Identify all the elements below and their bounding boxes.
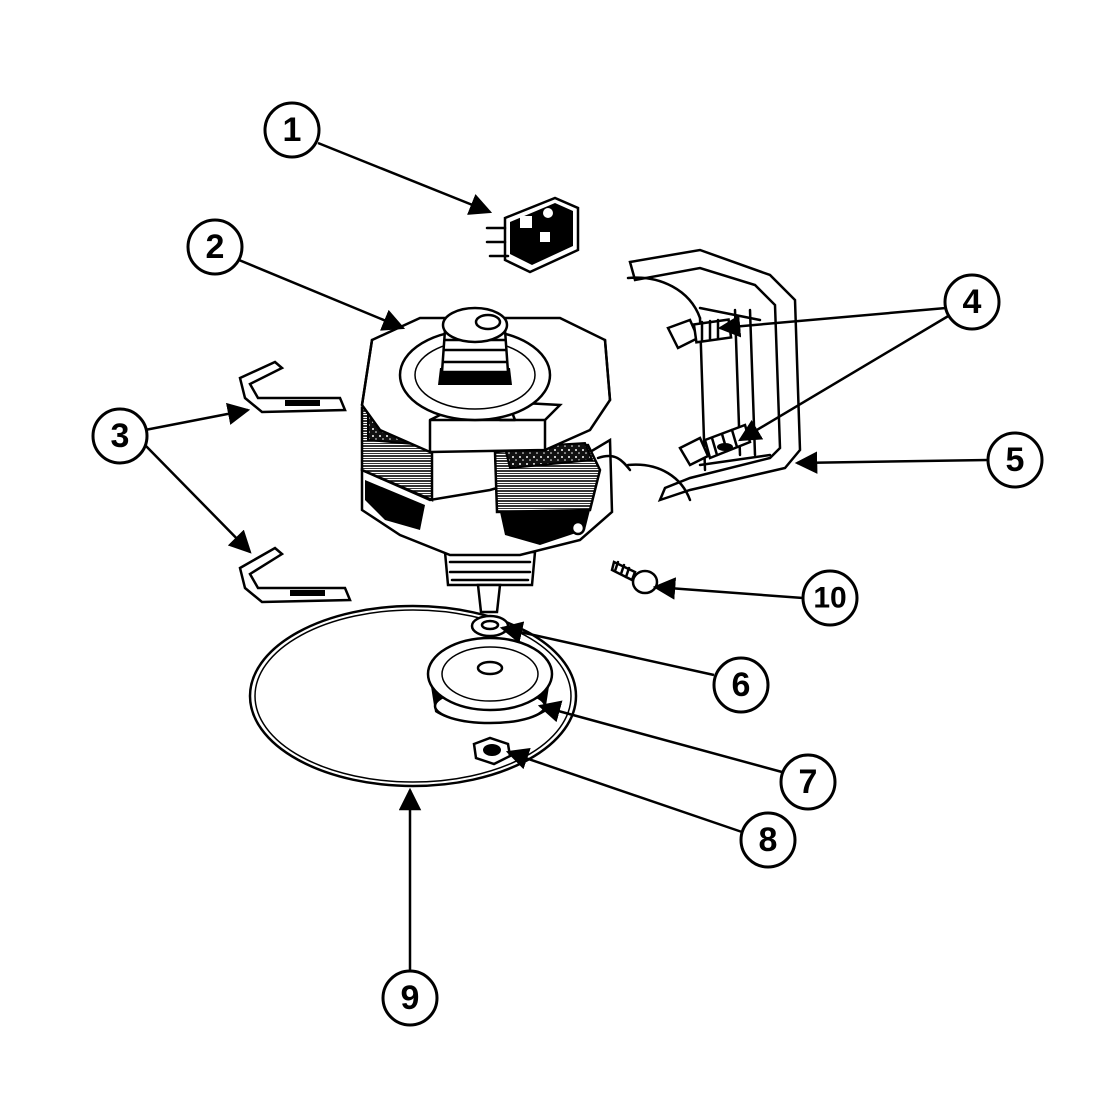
callout-1: 1 <box>263 101 321 159</box>
callout-2-label: 2 <box>206 228 225 266</box>
mounting-bracket <box>626 248 802 503</box>
callout-8: 8 <box>739 811 797 869</box>
callout-10-label: 10 <box>813 582 846 615</box>
callout-9: 9 <box>381 969 439 1027</box>
callout-5: 5 <box>986 431 1044 489</box>
washer <box>470 614 510 638</box>
callout-7-label: 7 <box>799 763 818 801</box>
callout-3-label: 3 <box>111 417 130 455</box>
drive-pulley <box>426 636 554 725</box>
callout-2: 2 <box>186 218 244 276</box>
callout-10: 10 <box>801 569 859 627</box>
motor-clip-upper <box>238 360 347 414</box>
drive-belt <box>248 604 578 788</box>
motor-clip-lower <box>238 546 352 604</box>
nut <box>472 736 512 766</box>
leader-lines <box>144 141 989 970</box>
callout-1-label: 1 <box>283 111 302 149</box>
callout-5-label: 5 <box>1006 441 1025 479</box>
callout-9-label: 9 <box>401 979 420 1017</box>
callout-8-label: 8 <box>759 821 778 859</box>
bolt-upper <box>666 318 733 350</box>
motor <box>360 306 632 614</box>
callout-4-label: 4 <box>963 283 982 321</box>
callout-6: 6 <box>712 656 770 714</box>
callout-4: 4 <box>943 273 1001 331</box>
screw <box>610 560 659 595</box>
callout-7: 7 <box>779 753 837 811</box>
motor-switch <box>485 196 580 274</box>
callout-6-label: 6 <box>732 666 751 704</box>
callout-3: 3 <box>91 407 149 465</box>
